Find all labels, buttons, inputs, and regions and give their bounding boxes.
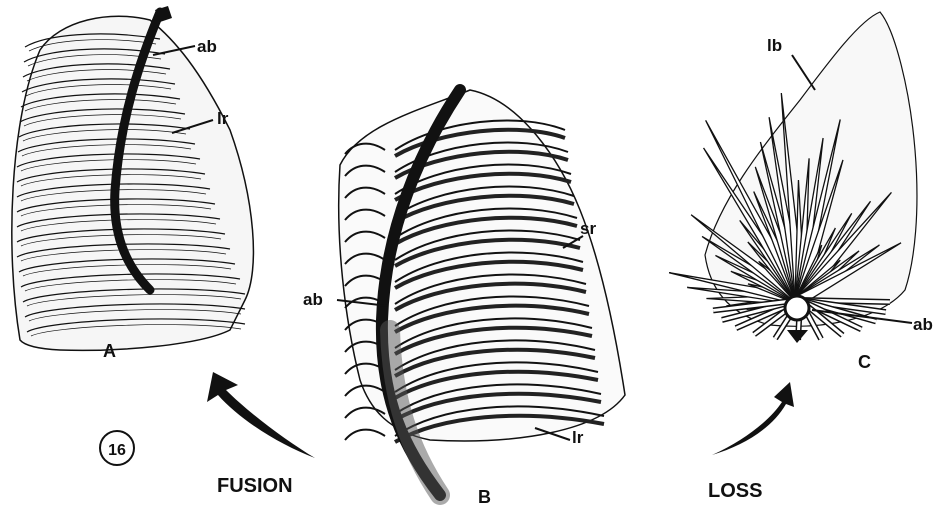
loss-arrow xyxy=(712,382,794,455)
fusion-arrow xyxy=(207,372,315,458)
specimen-c-drawing xyxy=(669,12,917,343)
panel-a-label-lr: lr xyxy=(217,109,229,128)
specimen-a-drawing xyxy=(12,6,254,350)
loss-caption: LOSS xyxy=(708,480,762,502)
panel-a-letter: A xyxy=(103,341,116,361)
fusion-caption: FUSION xyxy=(217,475,293,497)
panel-c-label-ab: ab xyxy=(913,315,933,334)
panel-b-letter: B xyxy=(478,487,491,507)
panel-c-letter: C xyxy=(858,352,871,372)
figure-number: 16 xyxy=(108,442,126,459)
panel-a-label-ab: ab xyxy=(197,37,217,56)
panel-b-label-lr: lr xyxy=(572,428,584,447)
panel-b-label-ab: ab xyxy=(303,290,323,309)
panel-c-label-lb: lb xyxy=(767,36,782,55)
panel-b-label-sr: sr xyxy=(580,219,596,238)
